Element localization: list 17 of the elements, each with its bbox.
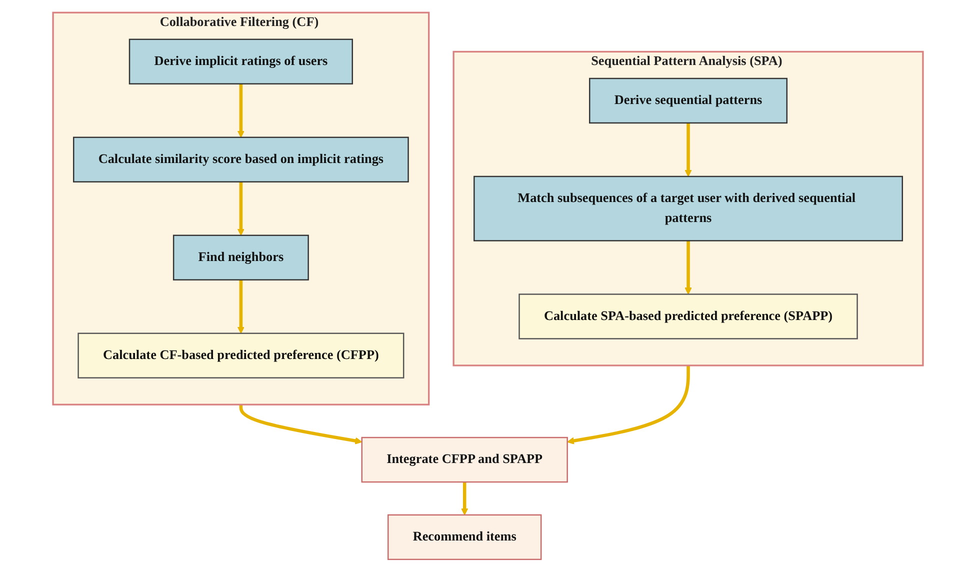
arrow	[567, 365, 690, 444]
arrow	[460, 482, 468, 516]
arrow	[239, 404, 362, 444]
node-box: Derive implicit ratings of users	[128, 38, 353, 84]
arrow	[237, 84, 245, 138]
node-box: Calculate SPA-based predicted preference (SPAPP)	[518, 294, 858, 340]
arrow	[237, 280, 245, 334]
arrow	[684, 122, 692, 177]
node-box: Recommend items	[388, 514, 542, 560]
arrow	[237, 182, 245, 236]
node-box: Match subsequences of a target user with derived sequential patterns	[474, 176, 903, 242]
node-box: Calculate similarity score based on implicit ratings	[73, 136, 409, 182]
node-box: Find neighbors	[172, 234, 309, 280]
arrow	[684, 240, 692, 295]
node-box: Derive sequential patterns	[589, 78, 788, 124]
node-box: Integrate CFPP and SPAPP	[361, 436, 568, 483]
node-box: Calculate CF-based predicted preference (CFPP)	[78, 332, 404, 378]
